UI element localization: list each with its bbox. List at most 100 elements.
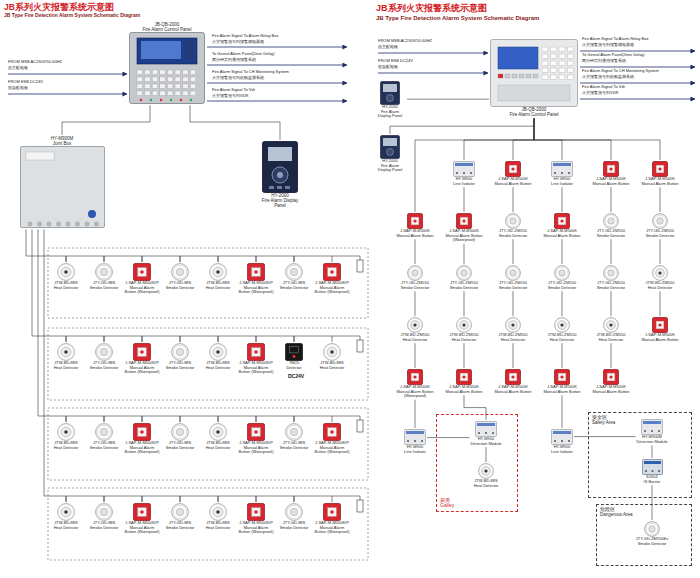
smoke-detector-icon	[652, 213, 668, 229]
device-label: Manual Alarm Button	[494, 390, 531, 395]
module-terminal	[651, 470, 653, 472]
detector-dome	[61, 347, 71, 357]
device-label: Line Isolator	[453, 182, 475, 187]
manual-alarm-button-icon	[247, 503, 265, 521]
display-key	[269, 186, 274, 189]
label-text: 自主配电板	[8, 66, 28, 71]
panel-indicator	[184, 41, 194, 59]
detector-dome	[61, 507, 71, 517]
display-screen	[383, 138, 397, 146]
wire-connector	[294, 336, 332, 342]
display-knob	[387, 149, 394, 156]
wire-connector	[218, 336, 256, 342]
heat-detector-icon	[57, 343, 75, 361]
module-terminal	[561, 440, 563, 442]
button-glass	[411, 217, 419, 225]
device-label: Heat Detector	[206, 366, 231, 371]
detector-chamber	[100, 508, 107, 515]
detector-ring	[97, 265, 111, 279]
loop-wire	[332, 336, 360, 340]
detector-body	[172, 344, 189, 361]
device-label: Smoke Detector	[90, 286, 119, 291]
button-body	[134, 424, 151, 441]
detector-sensor	[64, 510, 68, 514]
detector-ring	[646, 523, 658, 535]
device-label: Heat Detector	[206, 446, 231, 451]
panel-key	[551, 47, 557, 52]
smoke-detector: JTY-GD-ZM550Smoke Detector	[400, 264, 431, 291]
smoke-detector: JTY-GD-88SSmoke Detector	[89, 342, 120, 371]
panel-key	[175, 91, 181, 96]
panel-key	[559, 61, 565, 66]
button-dot	[140, 350, 144, 354]
button-dot	[462, 219, 465, 222]
detector-body	[58, 504, 75, 521]
label-text: JB Type Fire Detection Alarm System Sche…	[4, 13, 140, 19]
module-body	[552, 162, 573, 177]
cable-gland	[94, 222, 98, 226]
display-panel: HY-2000Fire Alarm Display Panel	[373, 134, 407, 174]
module-body	[642, 460, 662, 475]
smoke-detector: JTY-GD-ZM550Smoke Detector	[596, 264, 627, 291]
detector-chamber	[176, 428, 183, 435]
button-glass	[656, 321, 664, 329]
cable-gland	[28, 222, 32, 226]
label-text: FROM ESB DC24V	[8, 80, 43, 85]
wire-connector	[652, 485, 653, 520]
device-label: Manual Alarm Button (Waterproof)	[239, 446, 274, 455]
detector-body	[172, 504, 189, 521]
detector-chamber	[412, 270, 418, 276]
line-isolator: HY-M900Line Isolator	[452, 160, 476, 187]
display-knob	[272, 167, 288, 183]
control-panel-icon	[490, 39, 578, 107]
display-body	[263, 142, 298, 193]
cable-gland	[66, 222, 70, 226]
wire-connector	[66, 256, 104, 262]
device-label: Fire Alarm Display Panel	[374, 164, 406, 173]
module-stripe	[406, 431, 424, 434]
smoke-detector-icon	[285, 423, 303, 441]
wire-connector	[513, 118, 534, 160]
button-glass	[252, 348, 261, 357]
module-terminal	[470, 172, 472, 174]
button-glass	[411, 373, 419, 381]
panel-key	[568, 61, 574, 66]
detector-led	[293, 355, 296, 358]
smoke-detector: JTY-GD-ZM550Smoke Detector	[547, 264, 578, 291]
loop-wire	[332, 496, 360, 500]
manual-alarm-button: J-SAP-M-M500KManual Alarm Button	[395, 212, 434, 239]
device-label: Heat Detector	[648, 286, 673, 291]
detector-ring	[287, 425, 301, 439]
area-label: Galley	[440, 503, 454, 509]
button-glass	[328, 508, 337, 517]
module-terminal	[658, 470, 660, 472]
detector-ring	[173, 345, 187, 359]
detector-ring	[97, 505, 111, 519]
detector-ring	[173, 505, 187, 519]
wire-connector	[142, 336, 180, 342]
detector-chamber	[510, 270, 516, 276]
wire-connector	[561, 291, 562, 316]
smoke-detector-icon	[505, 213, 521, 229]
button-dot	[254, 270, 258, 274]
detector-body	[58, 344, 75, 361]
device-label: Smoke Detector	[597, 234, 626, 239]
button-body	[248, 264, 265, 281]
detector-ring	[507, 267, 519, 279]
module-stripe	[643, 421, 661, 424]
detector-chamber	[176, 268, 183, 275]
wire-connector	[256, 496, 294, 502]
panel-key	[160, 91, 166, 96]
detector-sensor	[413, 323, 416, 326]
heat-detector: JTW-BD-88SHeat Detector	[53, 262, 80, 291]
tm25-detector: TM25Detector	[284, 342, 304, 371]
line-isolator: HY-M900Line Isolator	[550, 160, 574, 187]
wire-connector	[256, 416, 294, 422]
wire-connector	[561, 343, 562, 368]
cable-gland	[85, 222, 89, 226]
button-dot	[330, 510, 334, 514]
heat-detector-icon	[209, 263, 227, 281]
detector-body	[408, 266, 423, 281]
device-label: IS Barrier	[644, 480, 661, 485]
panel-key	[542, 68, 548, 73]
